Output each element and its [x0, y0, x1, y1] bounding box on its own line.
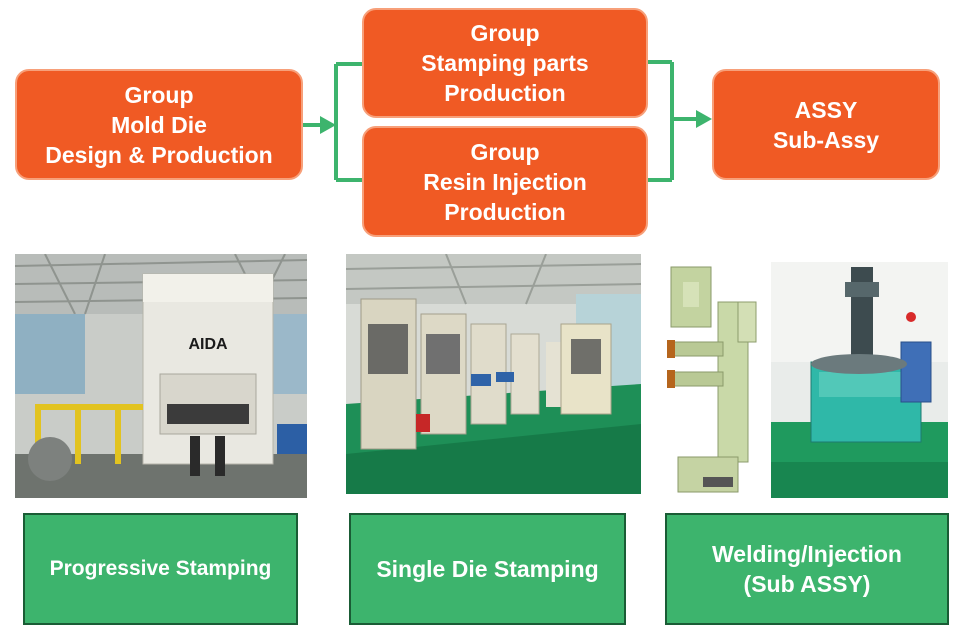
label-progressive-stamping: Progressive Stamping — [23, 513, 298, 625]
press-brand-text: AIDA — [188, 336, 228, 353]
node-assy-line-2: Sub-Assy — [772, 126, 880, 153]
label-welding-line-2: (Sub ASSY) — [743, 571, 871, 597]
label-welding-injection: Welding/Injection (Sub ASSY) — [665, 513, 949, 625]
node-stamping-line-3: Production — [444, 80, 566, 106]
node-mold-line-1: Group — [124, 81, 194, 108]
photo-spot-welding-machine — [663, 262, 761, 498]
node-mold-line-3: Design & Production — [45, 141, 273, 168]
arrowhead-to-split — [320, 116, 336, 134]
node-resin-injection: Group Resin Injection Production — [362, 126, 648, 237]
node-resin-line-2: Resin Injection — [423, 168, 587, 195]
node-stamping-line-2: Stamping parts — [421, 50, 589, 76]
arrowhead-to-assy — [696, 110, 712, 128]
photo-progressive-stamping-press: AIDA — [15, 254, 307, 498]
node-stamping-production: Group Stamping parts Production — [362, 8, 648, 118]
photo-injection-machine — [771, 262, 948, 498]
node-assy: ASSY Sub-Assy — [712, 69, 940, 180]
node-mold-line-2: Mold Die — [111, 111, 207, 138]
node-resin-line-1: Group — [470, 138, 540, 165]
node-assy-line-1: ASSY — [794, 96, 858, 123]
photo-single-die-stamping-line — [346, 254, 641, 494]
node-stamping-line-1: Group — [470, 20, 540, 46]
label-progressive-text: Progressive Stamping — [49, 557, 272, 580]
node-mold-die-design: Group Mold Die Design & Production — [15, 69, 303, 180]
label-welding-line-1: Welding/Injection — [712, 541, 902, 567]
node-resin-line-3: Production — [444, 198, 566, 225]
label-single-text: Single Die Stamping — [376, 555, 599, 582]
label-single-die-stamping: Single Die Stamping — [349, 513, 626, 625]
